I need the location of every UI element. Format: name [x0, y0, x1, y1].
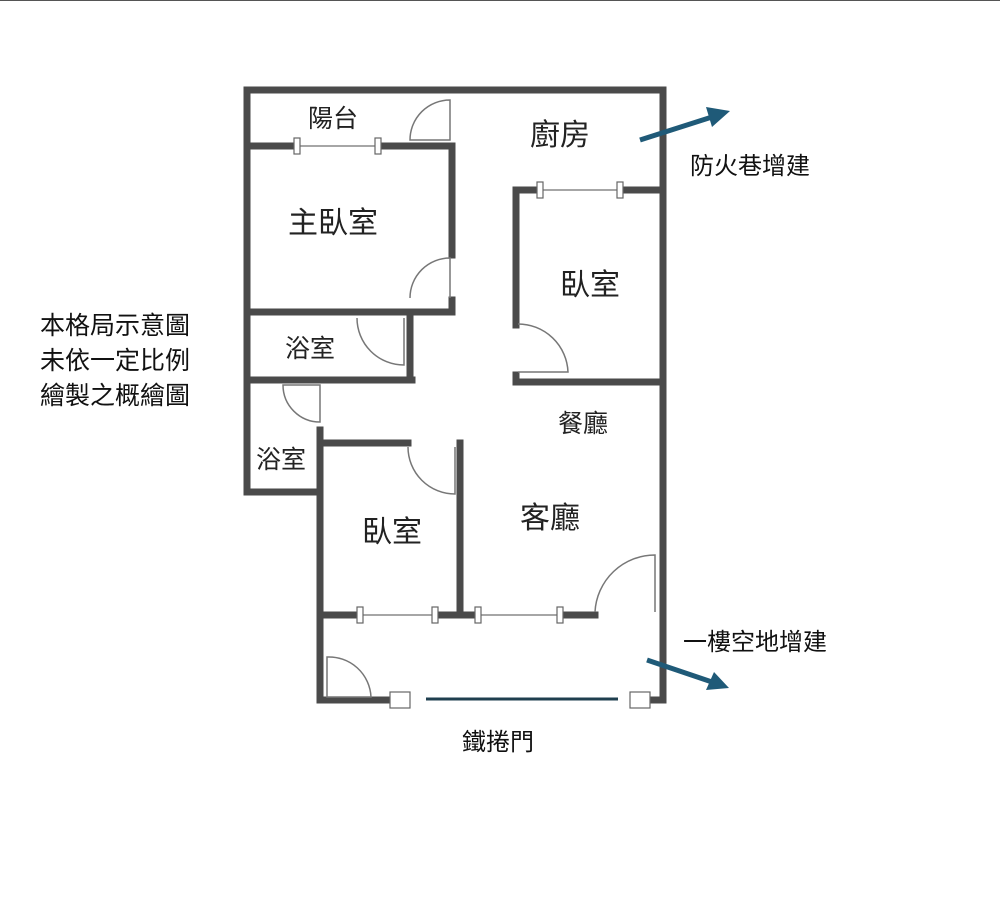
room-label-bathroom-1: 浴室 — [285, 334, 335, 363]
disclaimer-note: 本格局示意圖 未依一定比例 繪製之概繪圖 — [40, 308, 190, 413]
arrow-icon — [706, 672, 729, 690]
note-line: 未依一定比例 — [40, 346, 191, 375]
room-label-bedroom-right: 臥室 — [560, 268, 620, 303]
room-label-living: 客廳 — [520, 501, 580, 536]
note-line: 繪製之概繪圖 — [40, 381, 191, 410]
room-label-balcony: 陽台 — [308, 104, 358, 133]
arrows — [639, 107, 730, 690]
room-label-master-bedroom: 主臥室 — [288, 206, 378, 241]
note-line: 本格局示意圖 — [40, 311, 191, 340]
windows — [293, 137, 651, 709]
doors — [282, 99, 656, 698]
room-label-dining: 餐廳 — [558, 409, 608, 438]
arrow-icon — [706, 107, 730, 127]
walls — [243, 86, 667, 704]
annotation-rolling-door: 鐵捲門 — [462, 728, 534, 756]
room-label-bathroom-2: 浴室 — [256, 445, 306, 474]
top-border-line — [0, 0, 1000, 1]
annotation-ground-floor: 一樓空地增建 — [683, 628, 827, 656]
annotation-fire-lane: 防火巷增建 — [690, 152, 810, 180]
room-label-bedroom-lower: 臥室 — [362, 515, 422, 550]
room-label-kitchen: 廚房 — [530, 118, 590, 153]
